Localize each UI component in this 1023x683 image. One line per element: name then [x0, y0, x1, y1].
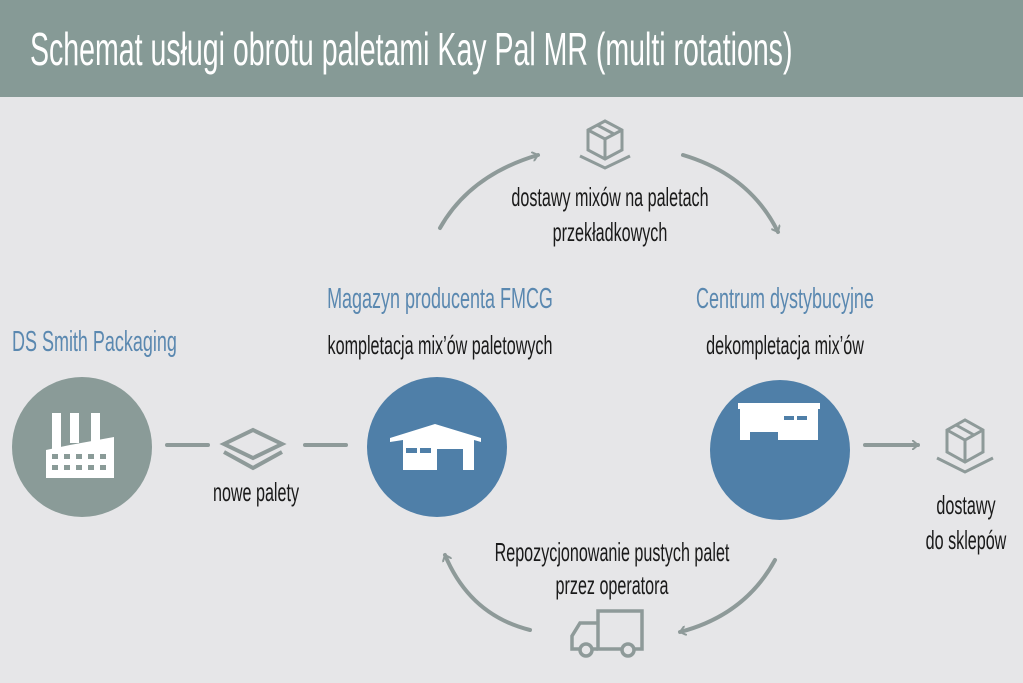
pallet-stack-icon	[219, 427, 287, 471]
new-pallets-label: nowe palety	[212, 477, 300, 507]
reposition-label-2: przez operatora	[555, 570, 669, 600]
reposition-label-1: Repozycjonowanie pustych palet	[494, 537, 730, 567]
arrow-to-warehouse	[445, 553, 532, 632]
warehouse-name: Magazyn producenta FMCG	[327, 283, 553, 315]
mix-delivery-label-1: dostawy mixów na paletach	[511, 182, 709, 212]
header-bar	[0, 0, 1023, 97]
arrow-to-mix-delivery	[438, 155, 540, 230]
arrow-to-truck	[678, 558, 777, 632]
supplier-name: DS Smith Packaging	[12, 326, 177, 358]
truck-icon	[570, 609, 644, 658]
distribution-desc: dekompletacja mix’ów	[706, 330, 864, 360]
warehouse-desc: kompletacja mix’ów paletowych	[327, 330, 553, 360]
distribution-name: Centrum dystybucyjne	[696, 283, 874, 315]
mix-delivery-label-2: przekładkowych	[552, 217, 668, 247]
warehouse-icon	[390, 424, 481, 470]
store-delivery-label-1: dostawy	[936, 490, 996, 520]
store-delivery-label-2: do sklepów	[925, 525, 1007, 555]
box-on-pallet-icon-stores	[936, 418, 994, 474]
arrow-to-distribution	[681, 153, 778, 234]
distribution-circle	[710, 380, 850, 520]
page-title: Schemat usługi obrotu paletami Kay Pal M…	[30, 23, 793, 75]
box-on-pallet-icon	[579, 119, 631, 170]
